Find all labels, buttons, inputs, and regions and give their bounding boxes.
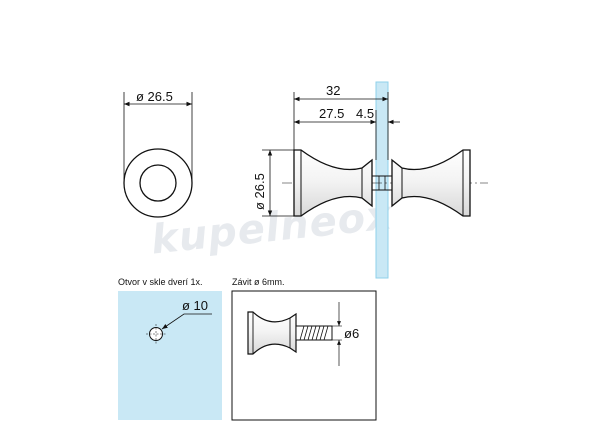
front-outer-circle (123, 148, 193, 218)
thread-knob (247, 311, 297, 355)
front-inner-circle (139, 164, 177, 202)
front-diameter-label: ø 26.5 (136, 89, 173, 104)
side-bolt (371, 175, 393, 191)
side-glass-label: 4.5 (356, 106, 374, 121)
thread-caption: Závit ø 6mm. (232, 277, 285, 287)
thread-label: ø6 (344, 326, 359, 341)
side-height-label: ø 26.5 (252, 173, 267, 210)
side-length-label: 32 (326, 83, 340, 98)
hole-label: ø 10 (182, 298, 208, 313)
hole-leader (161, 313, 212, 330)
front-view: ø 26.5 (123, 89, 193, 218)
glass-panel (375, 81, 389, 279)
hole-glass-box (118, 291, 222, 420)
hole-caption: Otvor v skle dverí 1x. (118, 277, 203, 287)
side-view: 32 27.5 4.5 ø 26.5 (252, 83, 488, 217)
thread-detail: Závit ø 6mm. ø6 (231, 277, 377, 421)
thread-box (231, 290, 377, 421)
thread-hatch (299, 325, 329, 341)
side-body-length-label: 27.5 (319, 106, 344, 121)
side-knob-left (293, 149, 373, 217)
hole-detail: Otvor v skle dverí 1x. ø 10 (118, 277, 222, 420)
side-knob-right (391, 149, 471, 217)
